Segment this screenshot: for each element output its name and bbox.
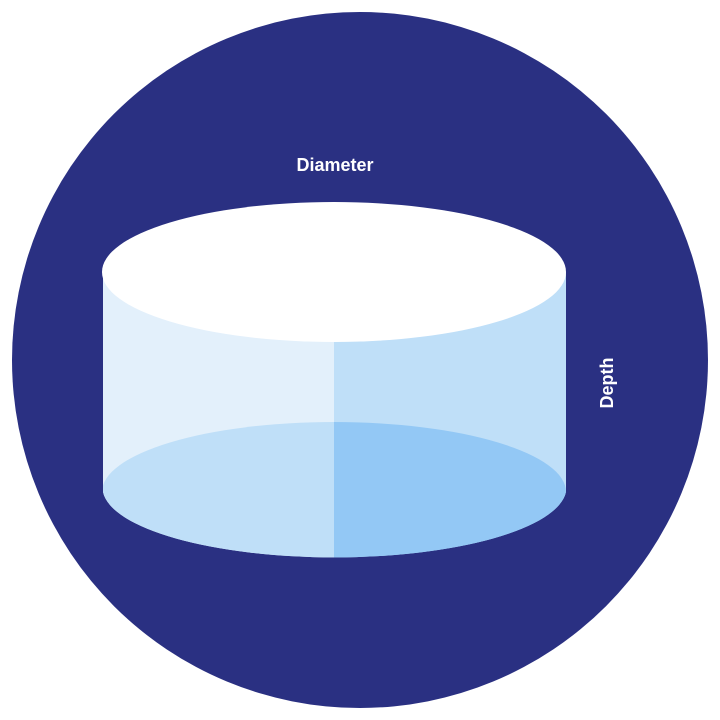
cylinder-top bbox=[102, 202, 566, 342]
bottom-left bbox=[103, 422, 334, 558]
diameter-label: Diameter bbox=[296, 155, 373, 175]
depth-label: Depth bbox=[597, 358, 617, 409]
bottom-right bbox=[334, 422, 566, 558]
cylinder-side bbox=[103, 272, 566, 558]
